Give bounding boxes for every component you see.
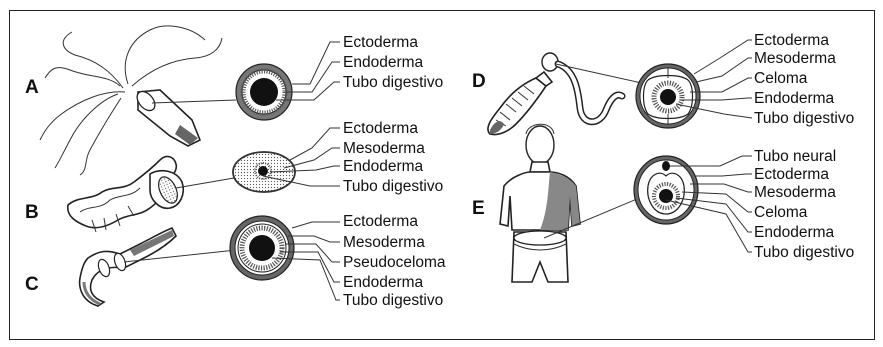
cross-section-d	[636, 64, 700, 128]
label-e-celoma: Celoma	[754, 204, 808, 221]
label-e-endoderma: Endoderma	[754, 224, 835, 241]
label-c-ectoderma: Ectoderma	[343, 213, 418, 230]
pointer-line-b	[176, 178, 234, 188]
label-a-ectoderma: Ectoderma	[343, 34, 418, 51]
panel-d: D Ectoderma Mesoderma Celoma Endoderma	[472, 32, 854, 135]
label-e-mesoderma: Mesoderma	[754, 184, 836, 201]
label-a-endoderma: Endoderma	[343, 54, 424, 71]
hydra-illustration	[40, 26, 222, 175]
cross-section-c	[230, 216, 294, 280]
cross-section-a	[236, 64, 292, 120]
label-c-mesoderma: Mesoderma	[343, 234, 425, 251]
label-e-ectoderma: Ectoderma	[754, 166, 829, 183]
panel-letter-a: A	[25, 77, 39, 98]
label-b-tubo-digestivo: Tubo digestivo	[343, 178, 443, 195]
label-d-endoderma: Endoderma	[754, 90, 835, 107]
cross-section-b	[233, 152, 295, 192]
label-c-endoderma: Endoderma	[343, 274, 424, 291]
label-b-mesoderma: Mesoderma	[343, 140, 425, 157]
nematode-illustration	[80, 228, 176, 306]
label-c-tubo-digestivo: Tubo digestivo	[343, 292, 443, 309]
label-d-ectoderma: Ectoderma	[754, 32, 829, 49]
label-d-mesoderma: Mesoderma	[754, 50, 836, 67]
human-illustration	[500, 124, 580, 282]
panel-letter-c: C	[25, 274, 39, 295]
label-b-endoderma: Endoderma	[343, 158, 424, 175]
label-e-tubo-digestivo: Tubo digestivo	[754, 244, 854, 261]
earthworm-illustration	[488, 53, 622, 135]
label-b-ectoderma: Ectoderma	[343, 120, 418, 137]
label-c-pseudoceloma: Pseudoceloma	[343, 254, 446, 271]
panel-letter-b: B	[25, 202, 39, 223]
panel-e: E Tubo neural Ectoderma Mesoderma	[472, 124, 854, 282]
label-d-celoma: Celoma	[754, 70, 808, 87]
label-d-tubo-digestivo: Tubo digestivo	[754, 110, 854, 127]
panel-letter-e: E	[472, 198, 485, 219]
panel-letter-d: D	[472, 71, 486, 92]
label-a-tubo-digestivo: Tubo digestivo	[343, 74, 443, 91]
label-e-tubo-neural: Tubo neural	[754, 148, 836, 165]
